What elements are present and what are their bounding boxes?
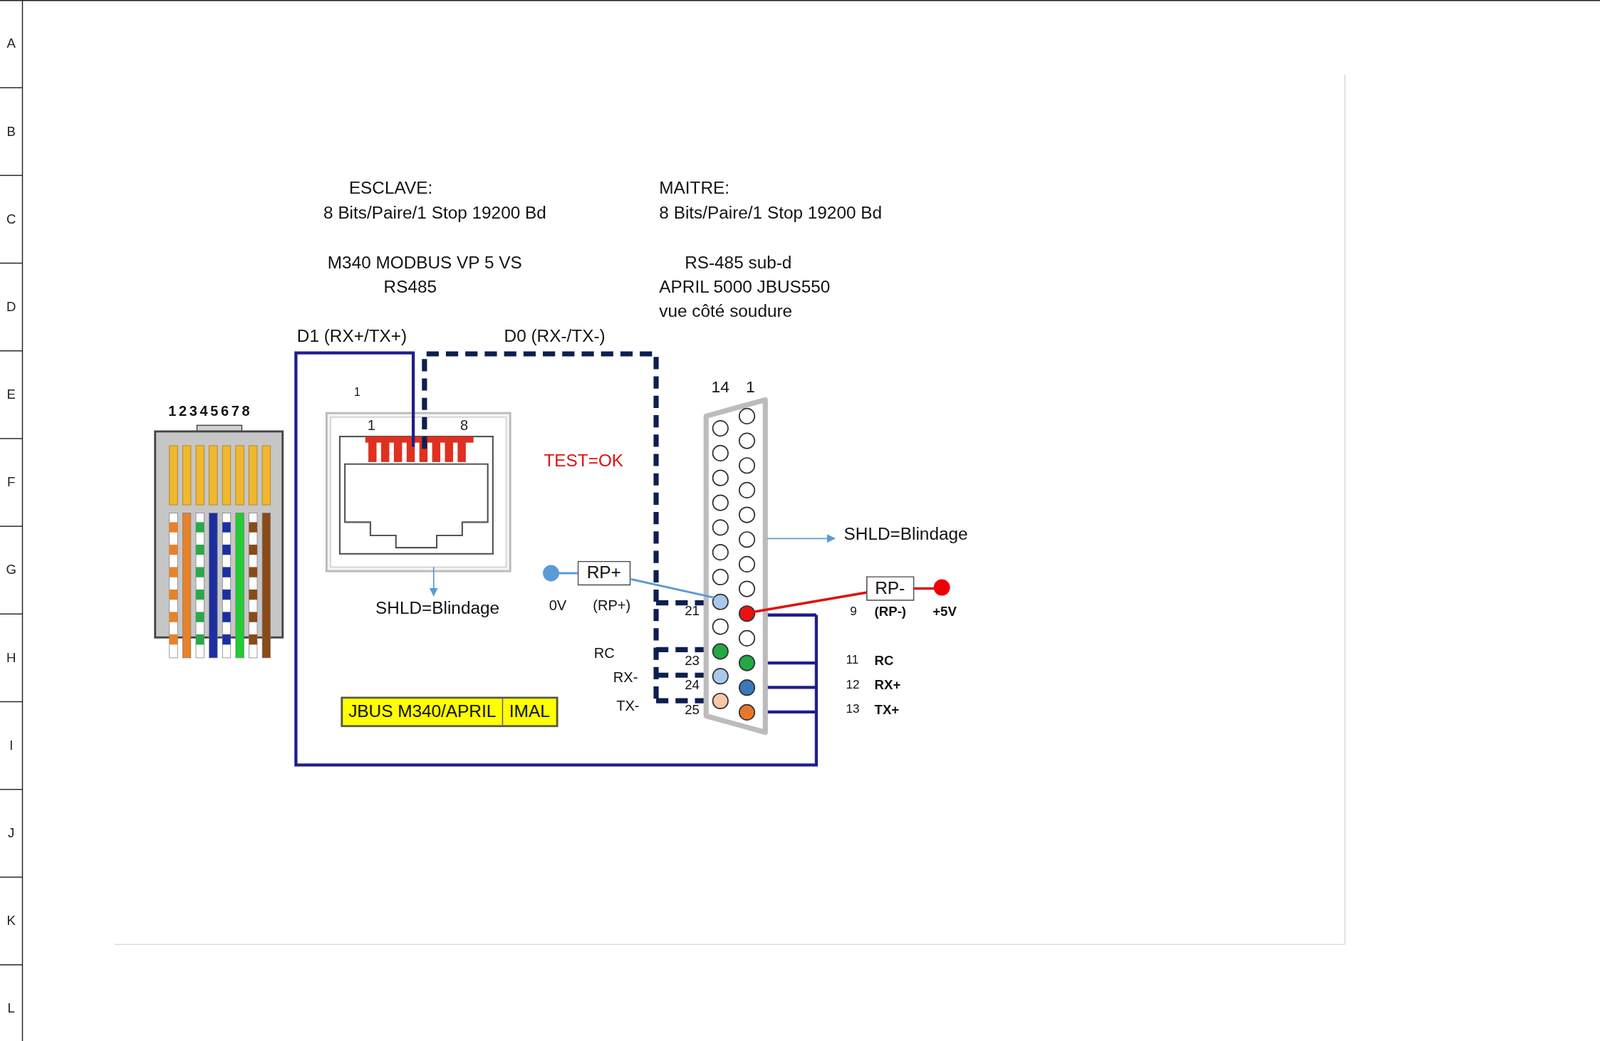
pin-number: 24 (684, 678, 700, 694)
resistor-symbol: RP+ (577, 561, 631, 586)
grid-row-letter: H (6, 651, 16, 666)
test-note: TEST=OK (543, 452, 624, 472)
signal-name: RC (594, 646, 615, 662)
grid-row-letter: L (7, 1002, 15, 1017)
signal-name: (RP+) (592, 597, 631, 614)
pin-number: 12 (845, 678, 860, 693)
interface-type: RS485 (383, 278, 437, 298)
pin-number: 8 (460, 418, 469, 434)
signal-name: TX+ (874, 703, 900, 718)
device-title: ESCLAVE: (349, 179, 433, 199)
pin-numbers: 12345678 (168, 403, 253, 420)
view-note: vue côté soudure (658, 302, 793, 322)
rj45-jack (326, 413, 511, 596)
grid-row-letter: A (7, 37, 16, 52)
serial-settings: 8 Bits/Paire/1 Stop 19200 Bd (658, 203, 882, 223)
pin-number: 13 (845, 703, 860, 717)
voltage-label: 0V (549, 597, 568, 614)
db25-connector (705, 400, 766, 734)
pin-number: 1 (354, 385, 361, 398)
wires (295, 353, 817, 766)
grid-row-letter: E (7, 387, 16, 402)
node-text: JBUS M340/APRIL (342, 698, 503, 726)
pin-number: 14 (710, 378, 729, 397)
serial-settings: 8 Bits/Paire/1 Stop 19200 Bd (323, 203, 547, 223)
title-block: JBUS M340/APRILIMAL (340, 696, 558, 727)
pin-number: 11 (845, 653, 859, 668)
signal-name: D0 (RX-/TX-) (504, 327, 606, 347)
grid-row-letter: G (6, 563, 18, 578)
grid-row-letter: K (7, 913, 16, 929)
interface-type: RS-485 sub-d (684, 254, 792, 274)
resistor-symbol: RP- (865, 576, 914, 601)
pin-number: 21 (684, 604, 700, 619)
node-text: RP+ (578, 562, 630, 585)
signal-name: TX- (616, 698, 640, 715)
grid-row-letter: J (7, 826, 15, 841)
shield-note: SHLD=Blindage (375, 599, 500, 620)
node-text: RP- (866, 577, 914, 600)
signal-name: RX- (613, 670, 639, 687)
shield-note: SHLD=Blindage (844, 525, 969, 545)
signal-name: RX+ (874, 678, 902, 694)
grid-row-letter: B (7, 124, 16, 139)
pin-number: 1 (367, 418, 376, 434)
grid-row-letter: F (7, 475, 15, 490)
signal-name: (RP-) (874, 604, 907, 620)
pin-number: 25 (684, 703, 700, 718)
pin-number: 9 (849, 604, 857, 619)
grid-row-letter: I (9, 738, 13, 753)
pin-number: 1 (745, 378, 756, 397)
signal-name: D1 (RX+/TX+) (297, 327, 407, 347)
shield-leader (767, 537, 835, 540)
voltage-label: +5V (932, 604, 957, 620)
node-text: IMAL (502, 698, 556, 726)
device-model: M340 MODBUS VP 5 VS (327, 254, 523, 274)
signal-name: RC (874, 653, 895, 669)
pin-number: 23 (684, 653, 700, 669)
grid-row-letter: D (6, 299, 16, 315)
drawing-frame (113, 74, 1345, 946)
rj45-plug (155, 425, 283, 659)
grid-row-letter: C (6, 212, 16, 227)
device-title: MAITRE: (658, 179, 730, 199)
device-model: APRIL 5000 JBUS550 (658, 278, 830, 298)
